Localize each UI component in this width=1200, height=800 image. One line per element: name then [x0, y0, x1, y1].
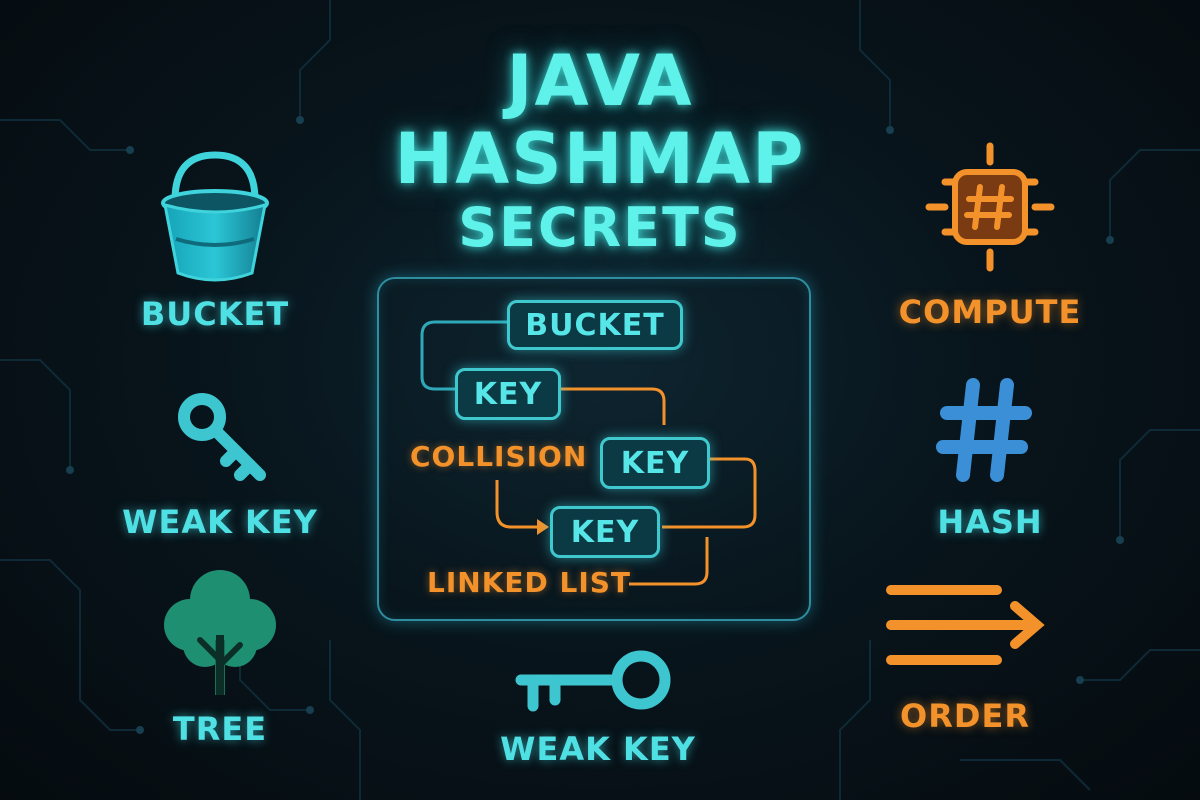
- key-icon: [178, 393, 266, 481]
- key-node-3: KEY: [550, 506, 660, 558]
- title-line-1: JAVA: [506, 40, 694, 122]
- hash-icon: [936, 378, 1032, 482]
- linked-list-label: LINKED LIST: [427, 566, 632, 599]
- title-line-2: HASHMAP: [394, 118, 806, 200]
- diagram-connectors: [420, 320, 757, 586]
- order-arrow-icon: [886, 585, 1045, 665]
- tree-label: TREE: [172, 710, 268, 748]
- compute-label: COMPUTE: [898, 293, 1082, 331]
- key-node-2: KEY: [600, 437, 710, 489]
- key-node-1: KEY: [455, 368, 561, 420]
- tree-icon: [164, 570, 276, 695]
- order-label: ORDER: [900, 697, 1030, 735]
- chip-hash-icon: [925, 142, 1055, 272]
- weak-key-label-bottom: WEAK KEY: [500, 730, 696, 768]
- bucket-node: BUCKET: [507, 300, 683, 350]
- key-icon: [515, 650, 671, 712]
- bucket-icon: [161, 151, 269, 282]
- collision-label: COLLISION: [410, 440, 588, 473]
- hash-label: HASH: [937, 503, 1043, 541]
- hashmap-diagram-panel: [377, 277, 811, 621]
- weak-key-label-left: WEAK KEY: [122, 503, 318, 541]
- title-line-3: SECRETS: [458, 196, 742, 259]
- bucket-label: BUCKET: [140, 295, 290, 333]
